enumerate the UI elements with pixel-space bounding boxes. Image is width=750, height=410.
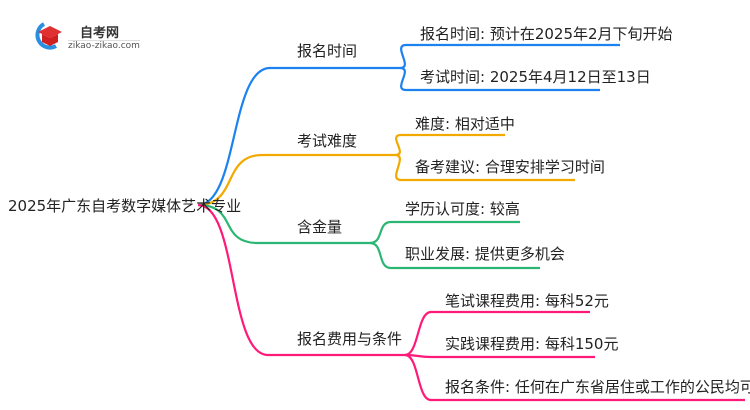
branch-connector bbox=[197, 153, 395, 207]
branch-node[interactable]: 考试难度 bbox=[297, 132, 358, 150]
leaf-node[interactable]: 学历认可度: 较高 bbox=[405, 200, 520, 218]
leaf-node[interactable]: 难度: 相对适中 bbox=[415, 115, 515, 133]
graduation-cap-logo-icon bbox=[35, 22, 62, 50]
leaf-connector bbox=[404, 353, 595, 359]
leaf-connector bbox=[369, 241, 540, 270]
leaf-node[interactable]: 报名时间: 预计在2025年2月下旬开始 bbox=[420, 25, 673, 43]
branch-node[interactable]: 报名时间 bbox=[297, 42, 358, 60]
logo-url: zikao-zikao.com bbox=[68, 40, 140, 51]
branch-connector bbox=[197, 203, 405, 357]
leaf-connector bbox=[404, 310, 590, 357]
branch-connector bbox=[197, 66, 400, 207]
logo: 自考网 zikao-zikao.com bbox=[30, 20, 140, 51]
leaf-connector bbox=[394, 133, 505, 157]
branch-connector bbox=[197, 203, 370, 245]
leaf-connector bbox=[404, 353, 745, 402]
leaf-node[interactable]: 备考建议: 合理安排学习时间 bbox=[415, 158, 605, 176]
branch-node[interactable]: 含金量 bbox=[297, 218, 343, 236]
leaf-node[interactable]: 职业发展: 提供更多机会 bbox=[405, 245, 565, 263]
leaf-node[interactable]: 报名条件: 任何在广东省居住或工作的公民均可参加自考 bbox=[445, 378, 750, 396]
logo-title: 自考网 bbox=[80, 26, 120, 41]
root-node[interactable]: 2025年广东自考数字媒体艺术专业 bbox=[8, 197, 242, 215]
branch-node[interactable]: 报名费用与条件 bbox=[297, 330, 403, 348]
leaf-node[interactable]: 考试时间: 2025年4月12日至13日 bbox=[420, 68, 651, 86]
leaf-node[interactable]: 实践课程费用: 每科150元 bbox=[445, 335, 619, 353]
leaf-connector bbox=[399, 43, 620, 70]
leaf-connector bbox=[369, 220, 520, 245]
leaf-connector bbox=[399, 66, 600, 92]
leaf-connector bbox=[394, 153, 575, 182]
leaf-node[interactable]: 笔试课程费用: 每科52元 bbox=[445, 292, 609, 310]
